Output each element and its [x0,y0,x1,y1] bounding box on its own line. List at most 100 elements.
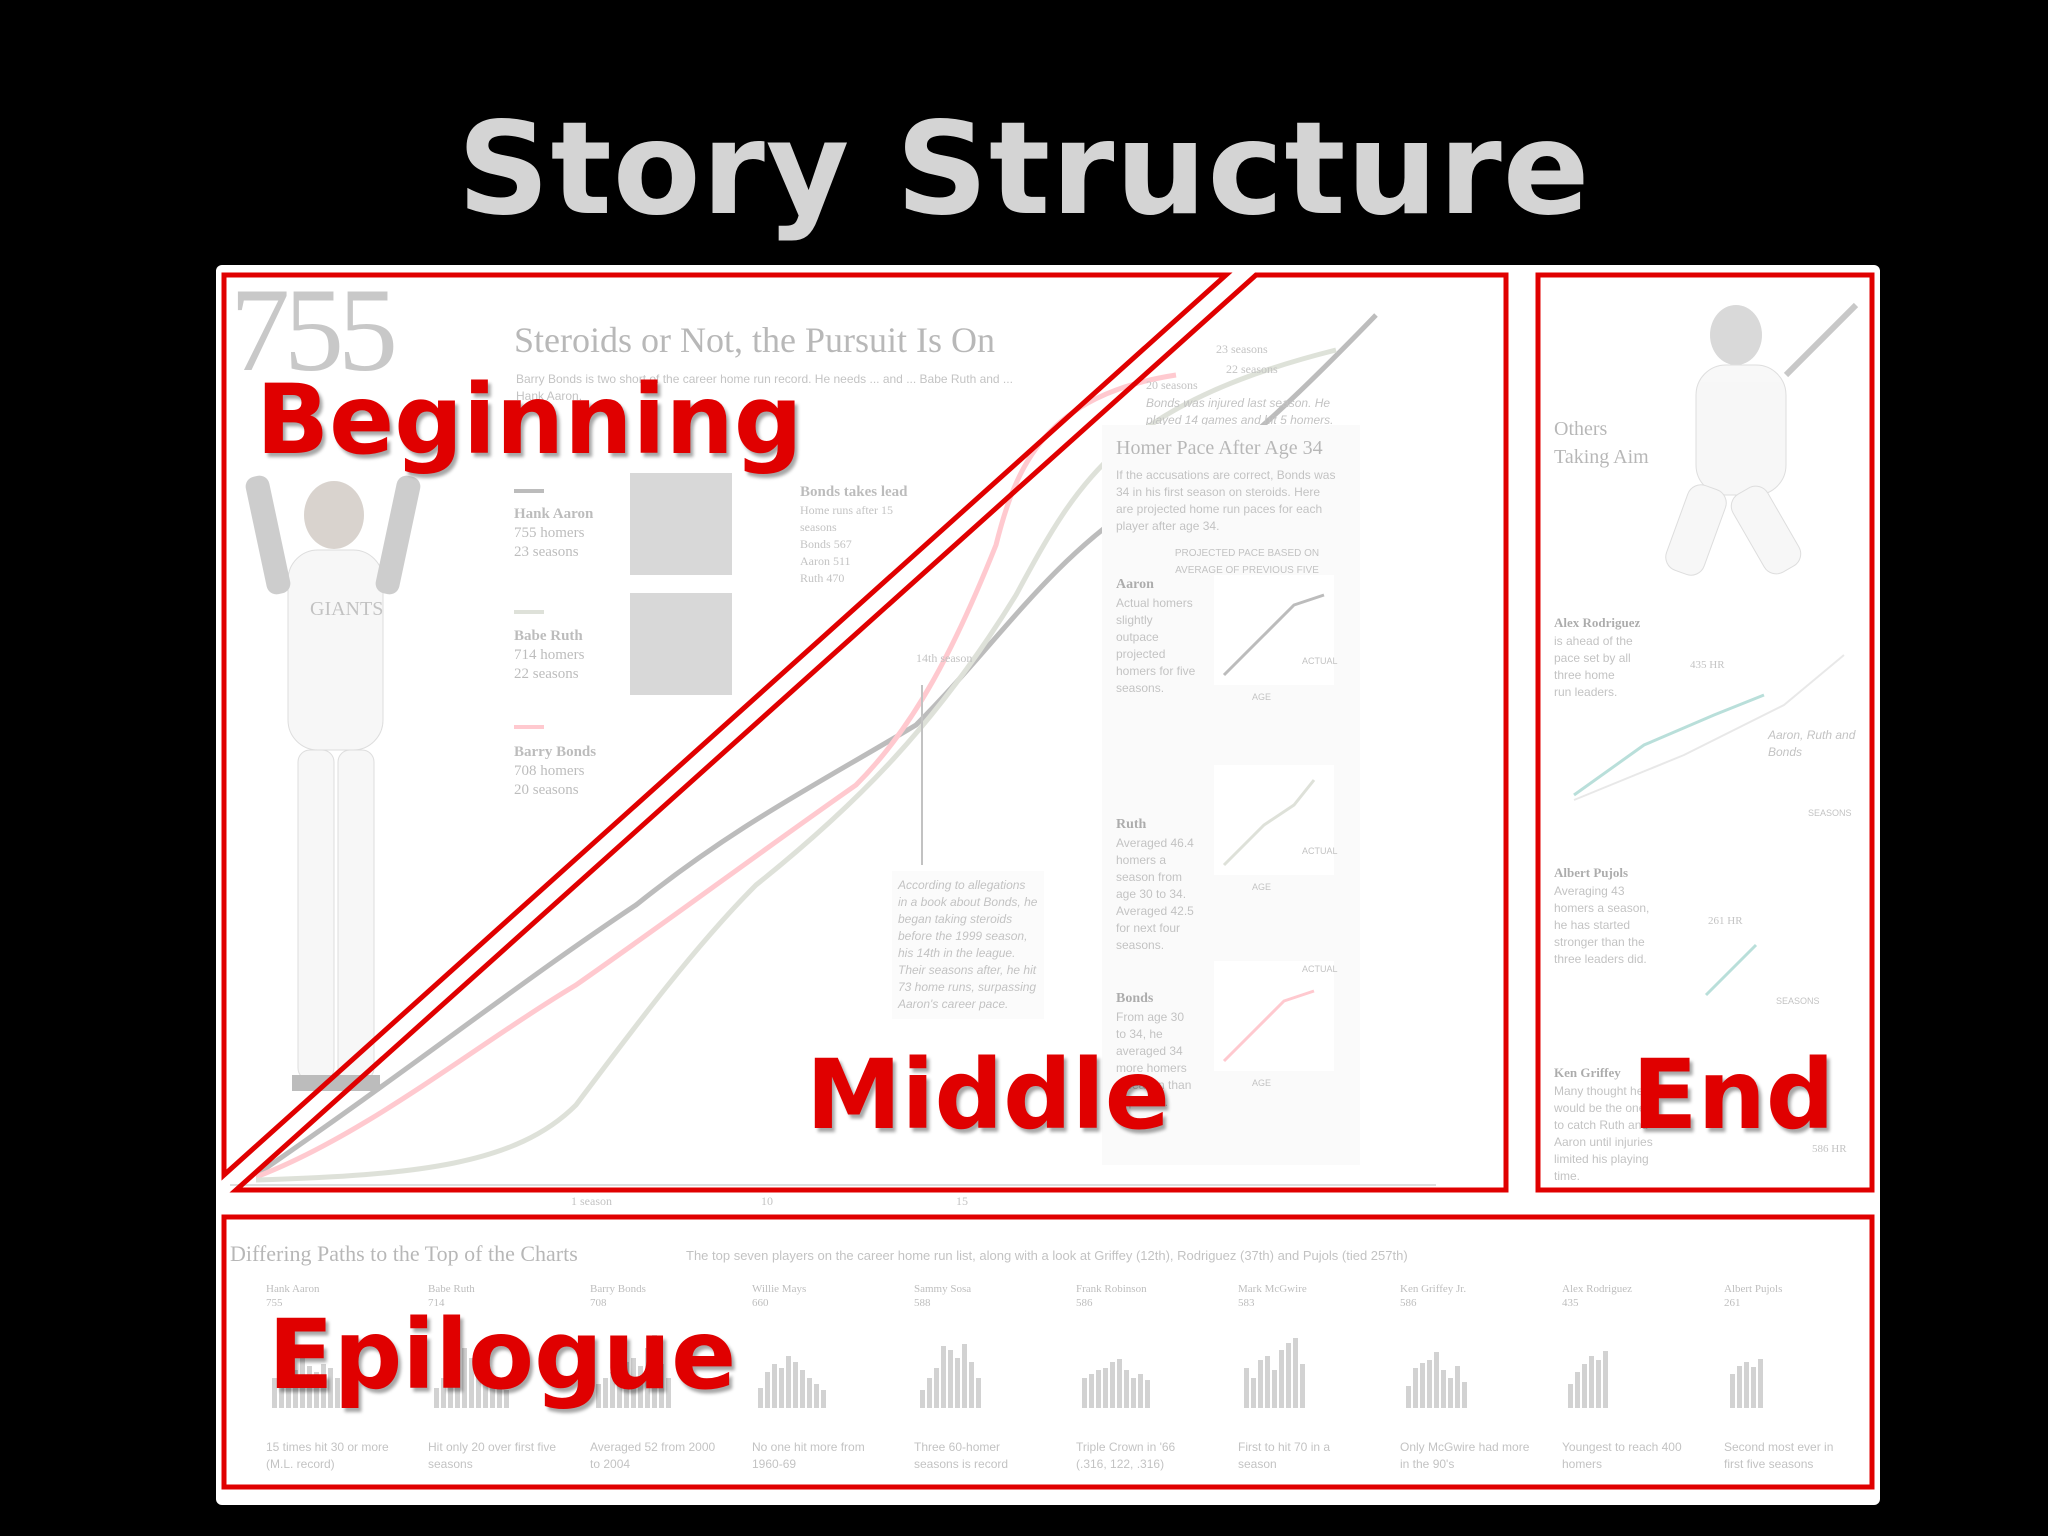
paths-bar [462,1348,467,1408]
paths-bar-chart [920,1344,981,1408]
paths-bar-chart [1244,1338,1305,1408]
paths-bar [272,1378,277,1408]
paths-bar [1427,1360,1432,1408]
section-frames [221,272,1875,1490]
others-player-note: Many thought he would be the one to catc… [1554,1084,1653,1183]
paths-bar [1758,1359,1763,1408]
paths-player-note: 15 times hit 30 or more (M.L. record) [266,1440,389,1471]
paths-bar [1575,1372,1580,1408]
paths-bar [1258,1360,1263,1408]
pace-age: AGE [1252,882,1272,892]
graphic-headline: Steroids or Not, the Pursuit Is On [514,320,995,360]
paths-bar [955,1358,960,1408]
x-axis-label: 1 season [571,1194,612,1208]
aaron-photo [630,473,732,575]
paths-bar [349,1390,354,1408]
paths-bar [1413,1368,1418,1408]
paths-bar [1434,1352,1439,1408]
legend-name: Hank Aaron [514,506,594,522]
paths-bar [1744,1362,1749,1408]
paths-bar [603,1378,608,1408]
paths-player-name: Sammy Sosa [914,1283,972,1295]
paths-player-note: Second most ever in first five seasons [1724,1440,1834,1471]
paths-bar [927,1378,932,1408]
slide-title: Story Structure [457,95,1591,244]
end-label: 23 seasons [1216,342,1268,356]
paths-bar [772,1364,777,1408]
paths-bar [335,1378,340,1408]
rodriguez-photo [1665,302,1859,576]
paths-bar [976,1378,981,1408]
bonds-lead-body: Home runs after 15 seasons [800,503,893,534]
paths-bar [1300,1364,1305,1408]
end-label: 22 seasons [1226,362,1278,376]
paths-bar [1441,1370,1446,1408]
paths-bar [448,1362,453,1408]
legend-name: Babe Ruth [514,628,583,644]
paths-bar [1131,1378,1136,1408]
faded-infographic: 755 Steroids or Not, the Pursuit Is On B… [216,265,1880,1505]
paths-bar [652,1335,657,1408]
paths-player-note: Youngest to reach 400 homers [1562,1440,1682,1471]
paths-bar [765,1372,770,1408]
paths-bar [497,1386,502,1408]
paths-bar [1406,1386,1411,1408]
paths-bar [434,1388,439,1408]
paths-player-note: Averaged 52 from 2000 to 2004 [590,1440,716,1471]
lead-row-name: Bonds [800,537,831,551]
others-tag: SEASONS [1776,996,1820,1006]
paths-bar [1082,1378,1087,1408]
paths-bar [1730,1374,1735,1408]
pace-mini-chart [1214,575,1334,685]
paths-bar-chart [1082,1359,1150,1408]
season-marker: 14th season [916,651,973,665]
legend-swatch [514,489,544,493]
injury-note: Bonds was injured last season. He played… [1146,396,1334,427]
paths-bar [1589,1356,1594,1408]
paths-bar [1089,1374,1094,1408]
paths-bar [469,1358,474,1408]
paths-bar [307,1366,312,1408]
legend-homers: 714 homers [514,647,585,663]
paths-player-name: Babe Ruth [428,1283,475,1295]
others-player-note: is ahead of the pace set by all three ho… [1554,634,1633,699]
paths-bar [659,1364,664,1408]
paths-bar [441,1378,446,1408]
paths-bar [1272,1370,1277,1408]
lead-row-value: 511 [833,554,851,568]
paths-subtitle: The top seven players on the career home… [686,1248,1408,1263]
paths-bar-chart [1406,1352,1467,1408]
paths-title: Differing Paths to the Top of the Charts [230,1241,578,1266]
paths-bar [1448,1378,1453,1408]
pace-tag: ACTUAL [1302,846,1338,856]
pace-panel: Homer Pace After Age 34 If the accusatio… [1102,425,1360,1165]
middle-label: Middle [806,1039,1170,1151]
others-annotation: Aaron, Ruth and Bonds [1768,728,1856,759]
paths-player-hr: 755 [266,1297,283,1309]
paths-bar [342,1388,347,1408]
paths-bar [504,1390,509,1408]
paths-bar [638,1366,643,1408]
lead-row-name: Aaron [800,554,830,568]
paths-bar [1568,1384,1573,1408]
pace-tag: ACTUAL [1302,964,1338,974]
paths-bar [1103,1368,1108,1408]
others-player-name: Ken Griffey [1554,1065,1621,1080]
paths-bar [1138,1374,1143,1408]
paths-bar [1110,1362,1115,1408]
paths-bar [483,1372,488,1408]
paths-bar [1286,1343,1291,1408]
paths-bar [631,1358,636,1408]
paths-bar [1462,1382,1467,1408]
legend-seasons: 20 seasons [514,782,579,798]
paths-bar [807,1378,812,1408]
paths-bar [779,1368,784,1408]
pace-mini-chart [1214,961,1334,1071]
others-title: Others Taking Aim [1554,418,1649,468]
paths-bar [328,1368,333,1408]
lead-row-value: 567 [833,537,852,551]
paths-bar [321,1364,326,1408]
x-axis-label: 10 [761,1194,773,1208]
paths-bar [1096,1370,1101,1408]
paths-bar [279,1368,284,1408]
